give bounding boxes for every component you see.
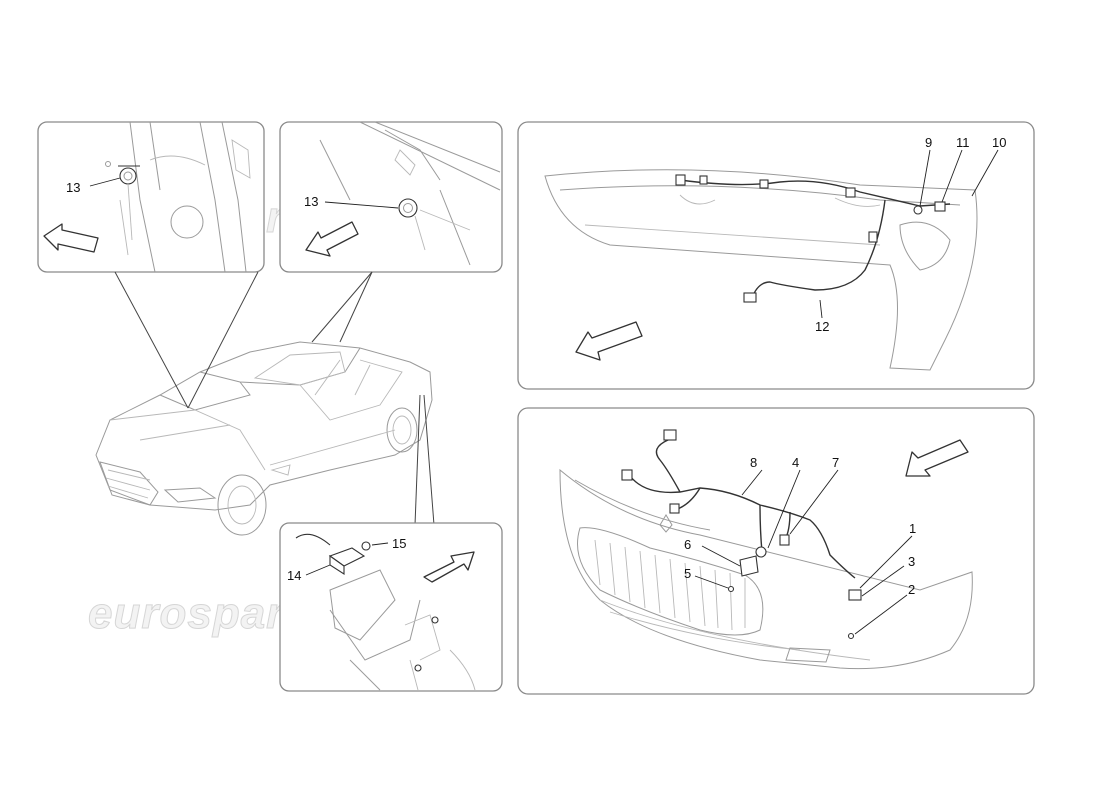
callout-11: 11: [956, 135, 970, 150]
leader-to-panel-left: [114, 271, 189, 409]
callout-10: 10: [992, 135, 1006, 150]
callout-6: 6: [684, 537, 691, 552]
leader-to-panel-rear: [414, 394, 421, 526]
direction-arrow-hood: [305, 221, 359, 257]
callout-8: 8: [750, 455, 757, 470]
callout-9: 9: [925, 135, 932, 150]
callout-13-left: 13: [66, 180, 80, 195]
panel-horn-left: 13: [37, 121, 265, 273]
direction-arrow-left: [43, 223, 99, 253]
callout-7: 7: [832, 455, 839, 470]
callout-2: 2: [908, 582, 915, 597]
panel-front-bumper: 8 4 7 6 5 1 3 2: [517, 407, 1035, 695]
direction-arrow-bumper-rear: [575, 321, 643, 361]
callout-4: 4: [792, 455, 799, 470]
leader-to-panel-hood: [311, 271, 373, 343]
callout-3: 3: [908, 554, 915, 569]
callout-13-hood: 13: [304, 194, 318, 209]
callout-15: 15: [392, 536, 406, 551]
panel-control-unit: 14 15: [279, 522, 503, 692]
callout-5: 5: [684, 566, 691, 581]
panel-horn-hood: 13: [279, 121, 503, 273]
direction-arrow-bumper-front: [905, 439, 969, 477]
car-overview: [95, 271, 435, 536]
callout-1: 1: [909, 521, 916, 536]
callout-14: 14: [287, 568, 301, 583]
callout-12: 12: [815, 319, 829, 334]
direction-arrow-rear: [423, 551, 475, 583]
panel-rear-bumper: 9 11 10 12: [517, 121, 1035, 390]
